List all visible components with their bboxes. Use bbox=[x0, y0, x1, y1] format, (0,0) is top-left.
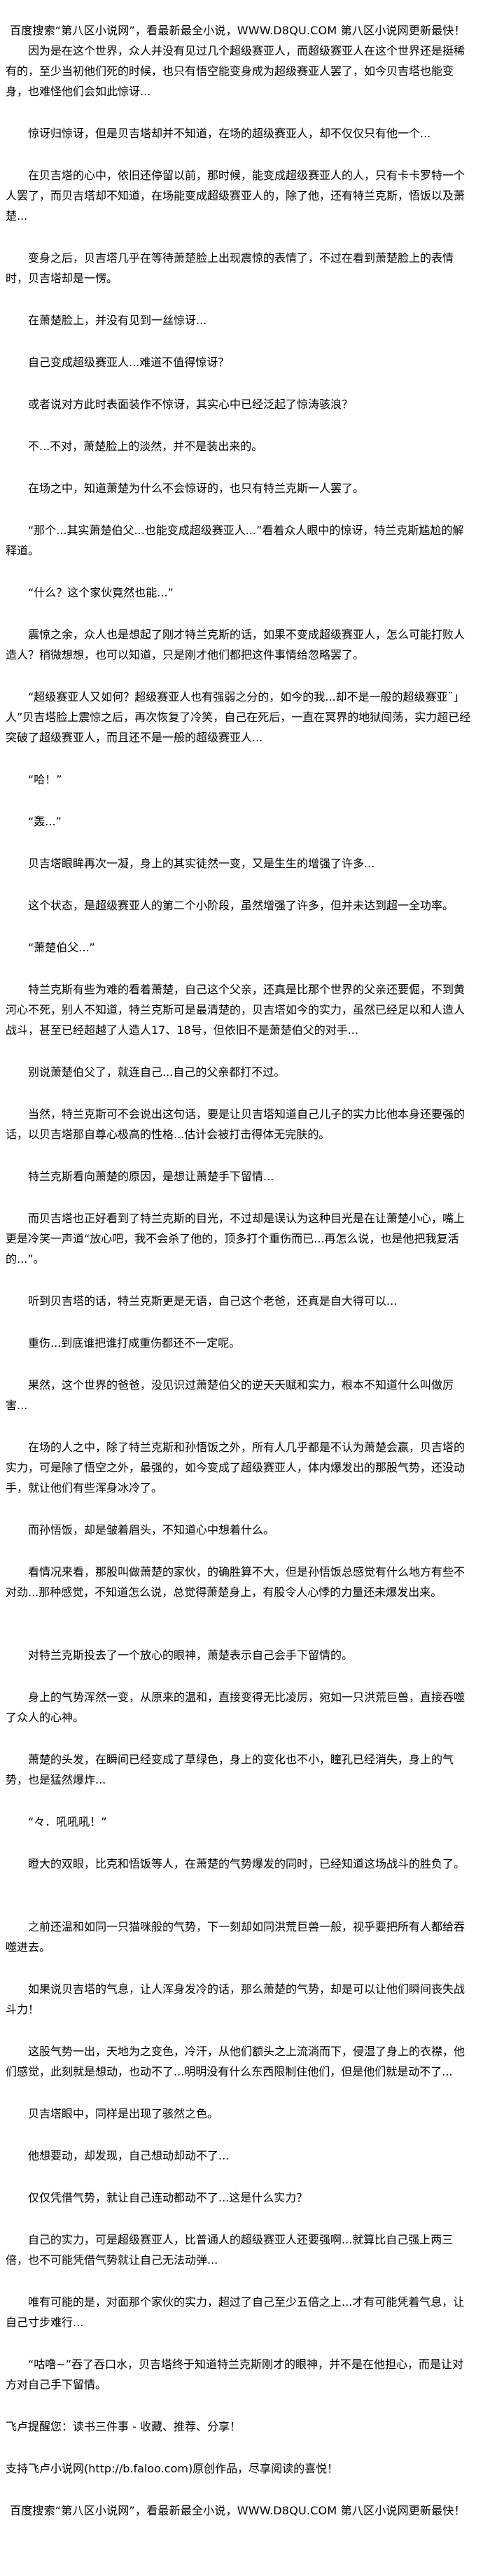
paragraph: 而贝吉塔也正好看到了特兰克斯的目光，不过却是误认为这种目光是在让萧楚小心，嘴上更… bbox=[6, 1212, 465, 1266]
paragraph: 自己的实力，可是超级赛亚人，比普通人的超级赛亚人还要强啊...就算比自己强上两三… bbox=[6, 2233, 454, 2267]
paragraph: 这个状态，是超级赛亚人的第二个小阶段，虽然增强了许多，但并未达到超一全功率。 bbox=[28, 899, 454, 912]
paragraph: 而孙悟饭，却是皱着眉头，不知道心中想着什么。 bbox=[28, 1523, 275, 1536]
paragraph: 重伤...到底谁把谁打成重伤都还不一定呢。 bbox=[28, 1336, 241, 1350]
paragraph: 贝吉塔眼眸再次一凝，身上的其实徒然一变，又是生生的增强了许多... bbox=[28, 857, 375, 870]
paragraph: “咕噜~”吞了吞口水，贝吉塔终于知道特兰克斯刚才的眼神，并不是在他担心，而是让对… bbox=[6, 2358, 463, 2391]
paragraph: 在场之中，知道萧楚为什么不会惊讶的，也只有特兰克斯一人罢了。 bbox=[28, 482, 365, 495]
footer-reminder: 飞卢提醒您：读书三件事 - 收藏、推荐、分享！ bbox=[6, 2420, 241, 2433]
ad-banner-top: 百度搜索“第八区小说网”，看最新最全小说，WWW.D8QU.COM 第八区小说网… bbox=[10, 24, 465, 37]
paragraph: 特兰克斯有些为难的看着萧楚，自己这个父亲，还真是比那个世界的父亲还要倔，不到黄河… bbox=[6, 983, 465, 1037]
paragraph: 当然，特兰克斯可不会说出这句话，要是让贝吉塔知道自己儿子的实力比他本身还要强的话… bbox=[6, 1107, 465, 1141]
paragraph: 之前还温和如同一只猫咪般的气势，下一刻却如同洪荒巨兽一般，视乎要把所有人都给吞噬… bbox=[6, 1920, 465, 1954]
paragraph: 对特兰克斯投去了一个放心的眼神，萧楚表示自己会手下留情的。 bbox=[28, 1648, 354, 1662]
paragraph: 在场的人之中，除了特兰克斯和孙悟饭之外，所有人几乎都是不认为萧楚会赢，贝吉塔的实… bbox=[6, 1441, 465, 1494]
paragraph: 唯有可能的是，对面那个家伙的实力，超过了自己至少五倍之上...才有可能凭着气息，… bbox=[6, 2295, 465, 2329]
paragraph: 果然，这个世界的爸爸，没见识过萧楚伯父的逆天天赋和实力，根本不知道什么叫做厉害.… bbox=[6, 1378, 454, 1412]
paragraph: 听到贝吉塔的话，特兰克斯更是无语，自己这个老爸，还真是自大得可以... bbox=[28, 1294, 398, 1308]
footer-support-link[interactable]: 支持飞卢小说网(http://b.faloo.com)原创作品，尽享阅读的喜悦！ bbox=[6, 2462, 339, 2475]
paragraph: 贝吉塔眼中，同样是出现了骇然之色。 bbox=[28, 2107, 219, 2120]
paragraph: “什么？这个家伙竟然也能...” bbox=[28, 586, 174, 599]
paragraph: 变身之后，贝吉塔几乎在等待萧楚脸上出现震惊的表情了，不过在看到萧楚脸上的表情时，… bbox=[6, 251, 454, 285]
paragraph: 自己变成超级赛亚人...难道不值得惊讶？ bbox=[28, 356, 230, 369]
paragraph: 如果说贝吉塔的气息，让人浑身发冷的话，那么萧楚的气势，却是可以让他们瞬间丧失战斗… bbox=[6, 1982, 465, 2016]
paragraph: 或者说对方此时表面装作不惊讶，其实心中已经泛起了惊涛骇浪？ bbox=[28, 398, 354, 411]
paragraph: 看情况来看，那股叫做萧楚的家伙，的确胜算不大，但是孙悟饭总感觉有什么地方有些不对… bbox=[6, 1565, 465, 1599]
paragraph: 他想要动，却发现，自己想动却动不了... bbox=[28, 2149, 230, 2162]
paragraph: 萧楚的头发，在瞬间已经变成了草绿色，身上的变化也不小，瞳孔已经消失，身上的气势，… bbox=[6, 1753, 454, 1786]
paragraph: “轰...” bbox=[28, 815, 62, 828]
paragraph: “萧楚伯父...” bbox=[28, 941, 95, 954]
paragraph: “々．吼吼吼！” bbox=[28, 1815, 107, 1828]
paragraph: 不...不对，萧楚脸上的淡然，并不是装出来的。 bbox=[28, 440, 263, 453]
paragraph: 因为是在这个世界，众人并没有见过几个超级赛亚人，而超级赛亚人在这个世界还是挺稀有… bbox=[6, 44, 465, 98]
paragraph: “那个...其实萧楚伯父...也能变成超级赛亚人...”看着众人眼中的惊讶，特兰… bbox=[6, 524, 464, 557]
paragraph: 在萧楚脸上，并没有见到一丝惊讶... bbox=[28, 314, 207, 327]
chapter-page: 百度搜索“第八区小说网”，看最新最全小说，WWW.D8QU.COM 第八区小说网… bbox=[6, 24, 473, 2517]
paragraph: 这股气势一出，天地为之变色，冷汗，从他们额头之上流淌而下，侵湿了身上的衣襟，他们… bbox=[6, 2045, 465, 2078]
paragraph: 别说萧楚伯父了，就连自己...自己的父亲都打不过。 bbox=[28, 1065, 286, 1079]
paragraph: 震惊之余，众人也是想起了刚才特兰克斯的话，如果不变成超级赛亚人，怎么可能打败人造… bbox=[6, 628, 465, 662]
paragraph: “超级赛亚人又如何？超级赛亚人也有强弱之分的，如今的我...却不是一般的超级赛亚… bbox=[6, 690, 471, 744]
paragraph: 瞪大的双眼，比克和悟饭等人，在萧楚的气势爆发的同时，已经知道这场战斗的胜负了。 bbox=[28, 1857, 465, 1870]
paragraph: “哈！” bbox=[28, 773, 62, 786]
chapter-content: 因为是在这个世界，众人并没有见过几个超级赛亚人，而超级赛亚人在这个世界还是挺稀有… bbox=[6, 41, 473, 2395]
ad-banner-bottom: 百度搜索“第八区小说网”，看最新最全小说，WWW.D8QU.COM 第八区小说网… bbox=[10, 2504, 465, 2517]
paragraph: 在贝吉塔的心中，依旧还停留以前，那时候，能变成超级赛亚人的人，只有卡卡罗特一个人… bbox=[6, 169, 465, 223]
paragraph: 惊讶归惊讶，但是贝吉塔却并不知道，在场的超级赛亚人，却不仅仅只有他一个... bbox=[28, 127, 431, 140]
paragraph: 仅仅凭借气势，就让自己连动都动不了...这是什么实力？ bbox=[28, 2191, 308, 2204]
paragraph: 身上的气势浑然一变，从原来的温和，直接变得无比凌厉，宛如一只洪荒巨兽，直接吞噬了… bbox=[6, 1690, 465, 1724]
paragraph: 特兰克斯看向萧楚的原因，是想让萧楚手下留情... bbox=[28, 1170, 274, 1183]
